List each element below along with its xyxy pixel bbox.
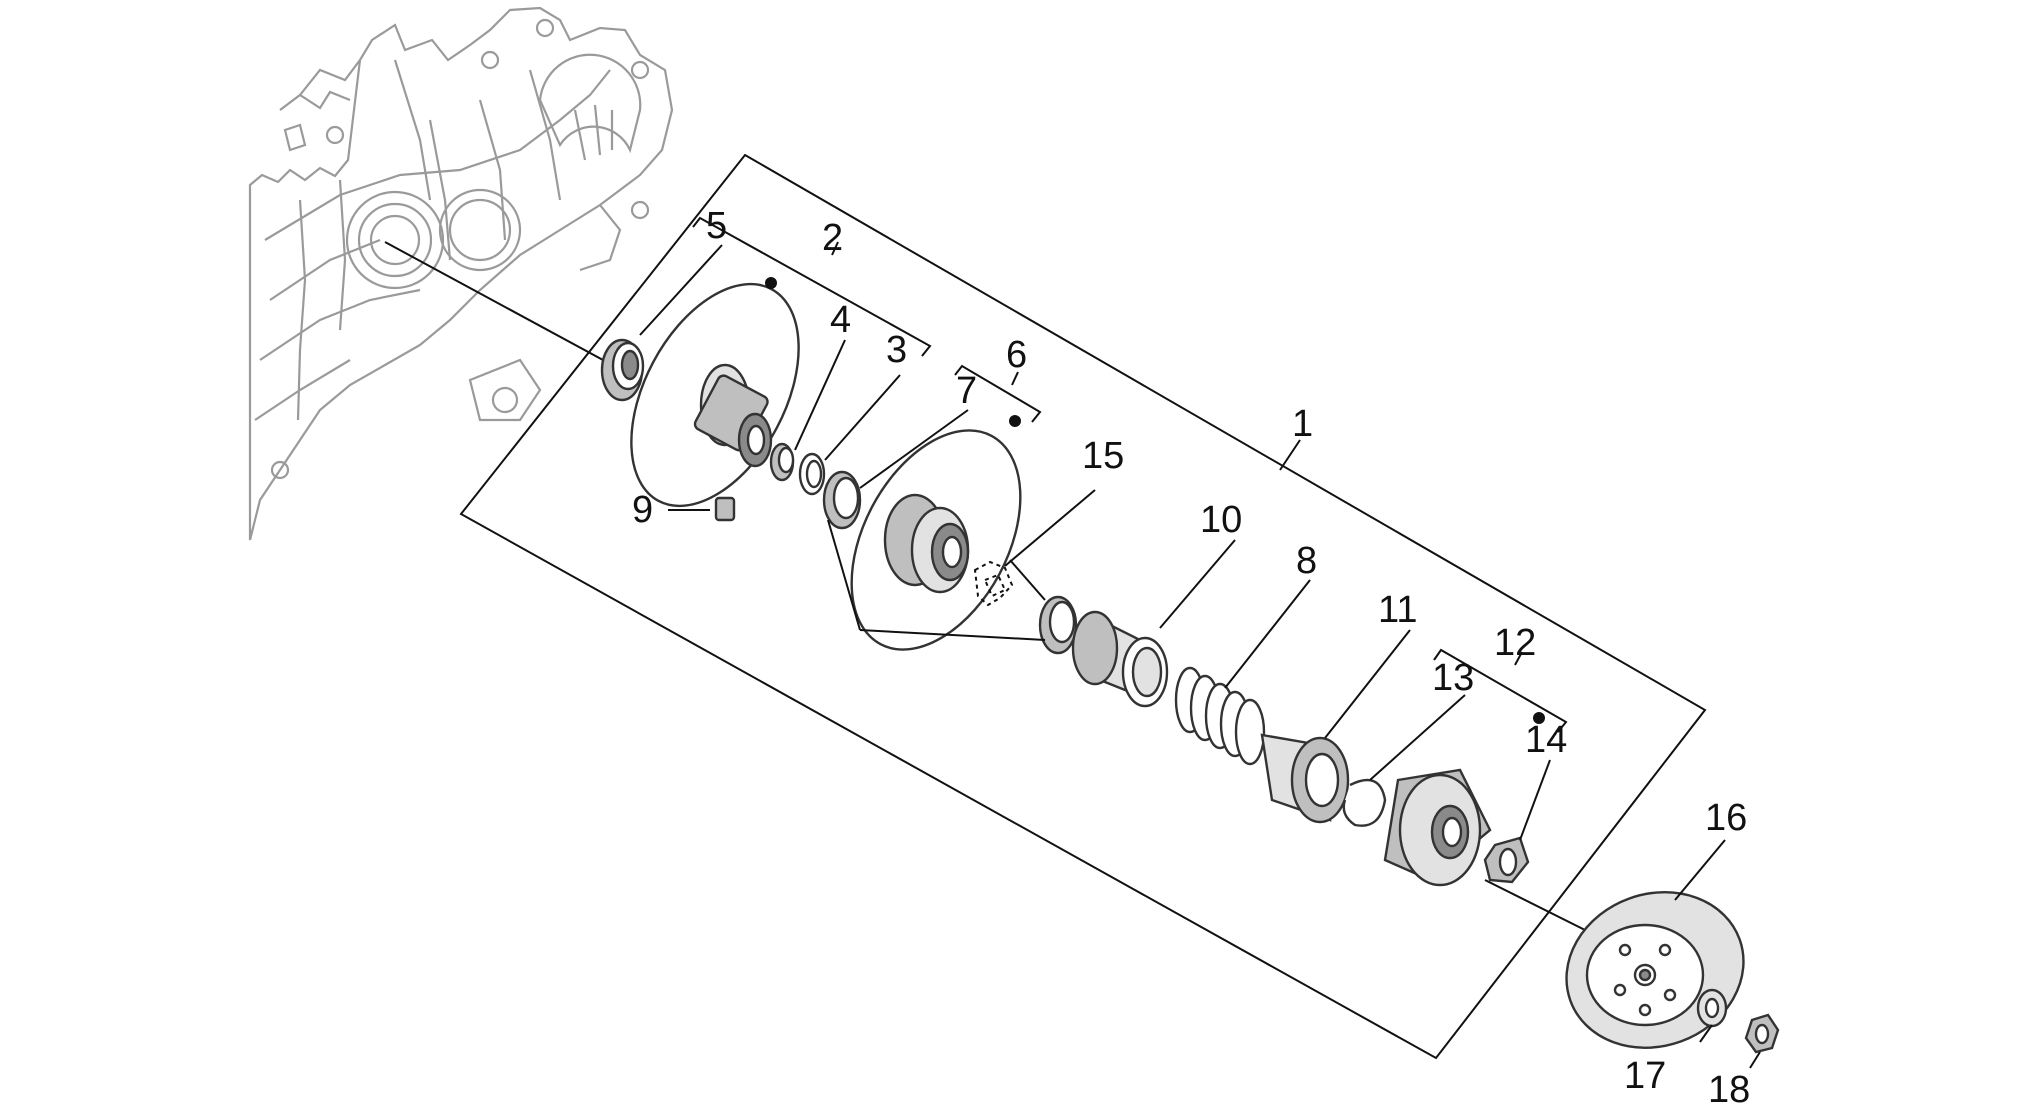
axis-centerline xyxy=(384,241,1596,936)
engine-crankcase xyxy=(248,6,674,541)
bushing-part-4 xyxy=(769,442,795,482)
circlip-part-13 xyxy=(1342,778,1387,827)
callout-17: 17 xyxy=(1624,1055,1666,1097)
leader-lines xyxy=(639,241,1761,1069)
seal-ring xyxy=(1038,595,1078,655)
callout-15: 15 xyxy=(1082,435,1124,477)
cup-part-11 xyxy=(1260,733,1350,824)
callout-6: 6 xyxy=(1006,334,1027,376)
callout-16: 16 xyxy=(1705,797,1747,839)
callout-3: 3 xyxy=(886,329,907,371)
sleeve-part-10 xyxy=(1071,610,1169,708)
callout-11: 11 xyxy=(1378,589,1417,631)
assembly-frame xyxy=(459,153,1707,1060)
washer-part-14 xyxy=(1483,836,1530,884)
clutch-drum-part-16 xyxy=(1565,891,1745,1049)
slider-part-15 xyxy=(973,560,1014,607)
spring-part-8 xyxy=(1174,666,1266,766)
callout-18: 18 xyxy=(1708,1069,1750,1105)
movable-half-pulley-part-6 xyxy=(850,429,1022,651)
callout-1: 1 xyxy=(1292,403,1313,445)
bearing-part-5 xyxy=(600,338,645,402)
clutch-part-12 xyxy=(1383,768,1492,887)
callout-10: 10 xyxy=(1200,499,1242,541)
callout-14: 14 xyxy=(1525,719,1567,761)
callout-2: 2 xyxy=(822,217,843,259)
callout-labels: 1 2 3 4 5 6 7 8 9 10 11 12 13 14 15 16 1… xyxy=(632,205,1750,1105)
fixed-half-pulley-part-2 xyxy=(630,282,800,522)
callout-8: 8 xyxy=(1296,540,1317,582)
callout-9: 9 xyxy=(632,489,653,531)
callout-7: 7 xyxy=(956,370,977,412)
washer-part-17 xyxy=(1696,988,1728,1028)
callout-13: 13 xyxy=(1432,657,1474,699)
callout-4: 4 xyxy=(830,299,851,341)
nut-part-18 xyxy=(1744,1013,1780,1054)
o-ring-part-3 xyxy=(798,452,826,496)
bearing-part-7 xyxy=(822,470,862,530)
callout-12: 12 xyxy=(1494,622,1536,664)
group-brackets xyxy=(692,216,1568,733)
group-dots xyxy=(765,277,1545,724)
callout-5: 5 xyxy=(706,205,727,247)
